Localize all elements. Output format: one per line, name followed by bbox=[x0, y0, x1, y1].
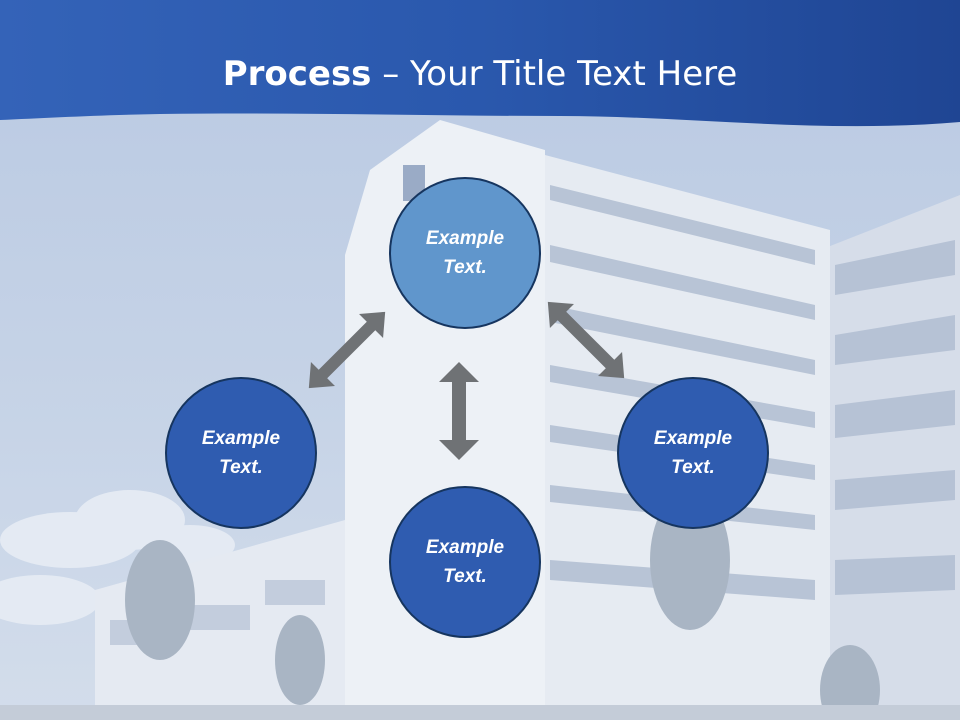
process-node-top: Example Text. bbox=[389, 177, 541, 329]
process-node-left: Example Text. bbox=[165, 377, 317, 529]
title-rest: – Your Title Text Here bbox=[371, 54, 738, 94]
process-node-bottom-text: Example Text. bbox=[425, 537, 505, 587]
page-title: Process – Your Title Text Here bbox=[0, 52, 960, 96]
process-node-right: Example Text. bbox=[617, 377, 769, 529]
process-node-top-text: Example Text. bbox=[425, 228, 505, 278]
process-node-bottom: Example Text. bbox=[389, 486, 541, 638]
title-bold: Process bbox=[222, 54, 372, 94]
process-node-right-text: Example Text. bbox=[653, 428, 733, 478]
process-node-left-text: Example Text. bbox=[201, 428, 281, 478]
